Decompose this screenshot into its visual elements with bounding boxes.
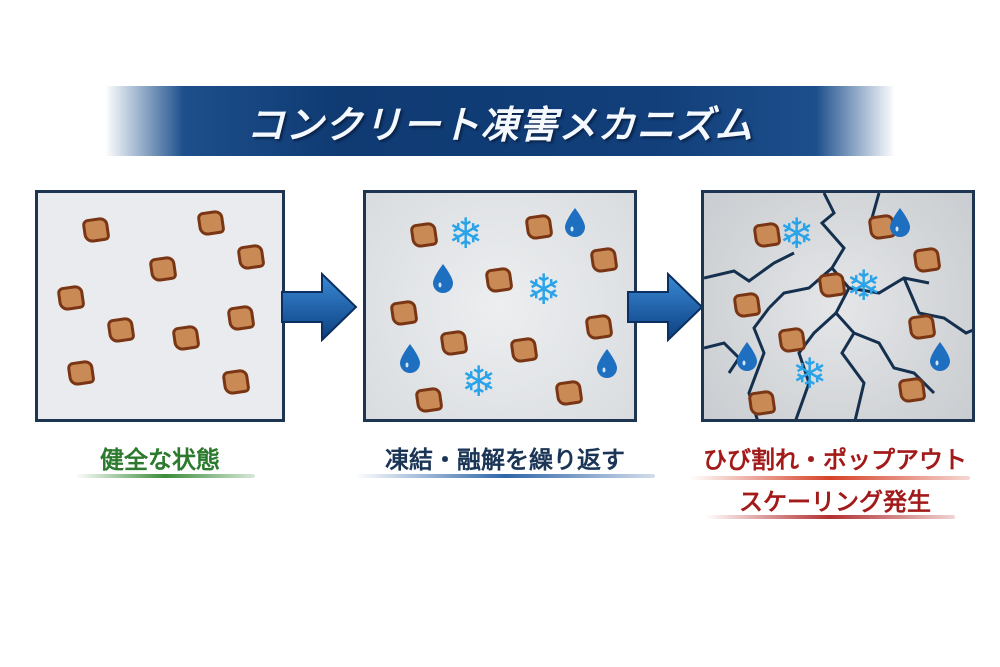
panel-healthy	[35, 190, 285, 422]
aggregate-rock-icon	[732, 291, 762, 319]
aggregate-rock-icon	[484, 266, 514, 294]
caption-underline	[355, 474, 655, 478]
caption-underline	[75, 474, 255, 478]
caption-underline	[690, 476, 970, 480]
aggregate-rock-icon	[56, 284, 86, 312]
snowflake-icon: ❄	[846, 261, 882, 310]
caption-damage-line2: スケーリング発生	[739, 488, 931, 516]
aggregate-rock-icon	[196, 209, 226, 237]
aggregate-rock-icon	[409, 221, 439, 249]
right-arrow-icon	[627, 272, 704, 342]
aggregate-rock-icon	[414, 386, 444, 414]
aggregate-rock-icon	[897, 376, 927, 404]
aggregate-rock-icon	[907, 313, 937, 341]
panel-damage: ❄ ❄ ❄	[701, 190, 975, 422]
aggregate-rock-icon	[524, 213, 554, 241]
aggregate-rock-icon	[509, 336, 539, 364]
water-drop-icon	[890, 208, 910, 237]
water-drop-icon	[565, 208, 585, 237]
aggregate-rock-icon	[226, 304, 256, 332]
aggregate-rock-icon	[81, 216, 111, 244]
water-drop-icon	[433, 264, 453, 293]
aggregate-rock-icon	[589, 246, 619, 274]
aggregate-rock-icon	[912, 246, 942, 274]
aggregate-rock-icon	[439, 329, 469, 357]
aggregate-rock-icon	[236, 243, 266, 271]
aggregate-rock-icon	[752, 221, 782, 249]
snowflake-icon: ❄	[448, 209, 484, 258]
aggregate-rock-icon	[817, 271, 847, 299]
water-drop-icon	[400, 344, 420, 373]
page-title: コンクリート凍害メカニズム	[246, 102, 754, 147]
right-arrow-icon	[281, 272, 358, 342]
water-drop-icon	[930, 342, 950, 371]
snowflake-icon: ❄	[526, 265, 562, 314]
aggregate-rock-icon	[747, 389, 777, 417]
snowflake-icon: ❄	[461, 357, 497, 406]
water-drop-icon	[737, 342, 757, 371]
caption-healthy: 健全な状態	[100, 446, 220, 474]
aggregate-rock-icon	[221, 368, 251, 396]
aggregate-rock-icon	[148, 255, 178, 283]
snowflake-icon: ❄	[792, 349, 828, 398]
caption-underline	[705, 515, 955, 519]
title-banner: コンクリート凍害メカニズム	[105, 86, 895, 156]
aggregate-rock-icon	[389, 299, 419, 327]
aggregate-rock-icon	[171, 324, 201, 352]
caption-freeze-thaw: 凍結・融解を繰り返す	[385, 446, 625, 474]
aggregate-rock-icon	[106, 316, 136, 344]
caption-damage-line1: ひび割れ・ポップアウト	[703, 446, 967, 474]
aggregate-rock-icon	[554, 379, 584, 407]
panel-freeze-thaw: ❄ ❄ ❄	[363, 190, 637, 422]
snowflake-icon: ❄	[779, 209, 815, 258]
aggregate-rock-icon	[584, 313, 614, 341]
aggregate-rock-icon	[66, 359, 96, 387]
water-drop-icon	[597, 349, 617, 378]
